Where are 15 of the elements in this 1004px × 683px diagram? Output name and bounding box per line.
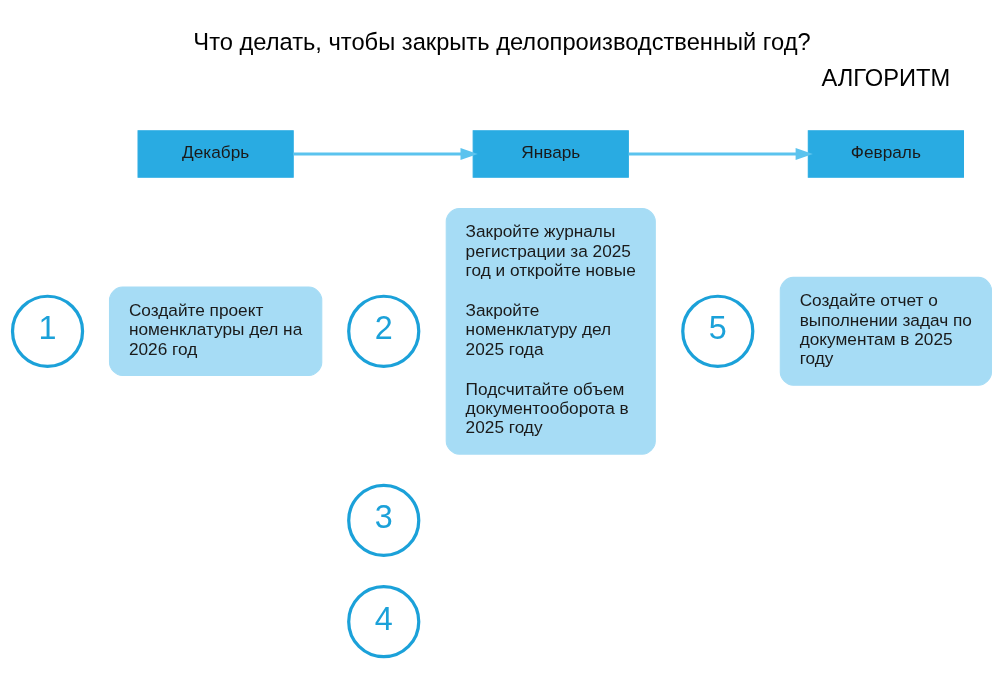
node-box: Февраль bbox=[807, 130, 964, 178]
diagram-title: Что делать, чтобы закрыть делопроизводственный год? bbox=[193, 28, 811, 55]
arrow bbox=[628, 147, 813, 161]
node-box: Создайте проект номенклатуры дел на 2026 год bbox=[108, 286, 323, 376]
node-circle: 5 bbox=[681, 294, 755, 368]
node-circle: 2 bbox=[347, 294, 421, 368]
node-circle: 4 bbox=[347, 585, 421, 659]
node-circle: 1 bbox=[10, 294, 85, 368]
node-box: Январь bbox=[472, 130, 629, 178]
node-box: Закройте журналы регистрации за 2025 год и откройте новые Закройте номенклатуру дел 2025 года Подсчитайте объем документооборота в 2025 году bbox=[445, 207, 656, 455]
arrow bbox=[293, 147, 478, 161]
node-box: Создайте отчет о выполнении задач по документам в 2025 году bbox=[779, 276, 993, 386]
node-box: Декабрь bbox=[137, 130, 294, 178]
label: АЛГОРИТМ bbox=[821, 65, 951, 92]
node-circle: 3 bbox=[347, 483, 421, 557]
